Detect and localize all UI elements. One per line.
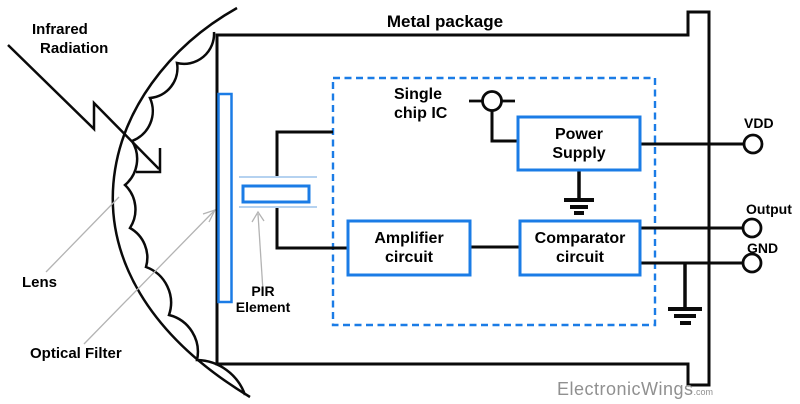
comparator-line1: Comparator: [534, 230, 626, 247]
wires: [275, 110, 748, 265]
lens-leader-line: [45, 196, 120, 273]
power-supply-ground-symbol: [564, 170, 594, 215]
gnd-pin-label: GND: [747, 240, 779, 256]
pir-bottom-wire: [275, 207, 348, 250]
pir-element-symbol: [239, 176, 317, 208]
amplifier-line2: circuit: [384, 249, 433, 266]
pir-element-label: PIR Element: [227, 283, 299, 315]
vdd-terminal: [742, 133, 764, 155]
watermark-brand: ElectronicWings: [557, 379, 694, 399]
output-terminal: [741, 217, 763, 239]
power-supply-line2: Supply: [552, 144, 606, 162]
infrared-line2: Radiation: [40, 39, 109, 57]
gnd-ground-symbol: [668, 263, 702, 325]
pir-element-line2: Element: [235, 299, 291, 315]
lens-label: Lens: [22, 274, 58, 291]
vdd-pin-label: VDD: [744, 115, 774, 131]
amplifier-box: [346, 219, 472, 277]
pir-top-wire: [275, 130, 333, 177]
single-chip-ic-boundary: [331, 76, 657, 327]
leader-lines: [45, 196, 265, 345]
power-supply-box: [516, 115, 642, 172]
gnd-terminal: [741, 252, 763, 274]
pir-element-leader-line: [257, 213, 264, 292]
single-chip-ic-label: Single chip IC: [394, 85, 447, 123]
single-chip-line1: Single: [394, 86, 443, 103]
amplifier-label: Amplifier circuit: [348, 221, 470, 275]
power-supply-label: Power Supply: [518, 117, 640, 170]
amplifier-line1: Amplifier: [374, 230, 444, 247]
infrared-radiation-arrow: [7, 44, 162, 174]
comparator-line2: circuit: [555, 249, 604, 266]
metal-package-outline: [215, 10, 711, 387]
comparator-box: [518, 219, 642, 277]
infrared-radiation-label: Infrared Radiation: [32, 21, 108, 59]
optical-filter-label: Optical Filter: [30, 345, 122, 362]
chip-terminal-wire: [490, 110, 519, 143]
power-supply-line1: Power: [554, 125, 603, 143]
chip-top-terminal: [469, 90, 515, 112]
watermark-tld: .com: [693, 387, 714, 397]
lens-shape: [111, 6, 251, 399]
optical-filter-leader-line: [83, 210, 215, 345]
watermark: ElectronicWings.com: [557, 379, 713, 400]
output-pin-label: Output: [746, 201, 792, 217]
optical-filter-leader-arrowhead: [202, 208, 217, 223]
single-chip-line2: chip IC: [394, 105, 448, 122]
comparator-label: Comparator circuit: [520, 221, 640, 275]
pir-element-leader-arrowhead: [251, 210, 265, 223]
metal-package-label: Metal package: [386, 12, 504, 31]
pir-element-line1: PIR: [251, 283, 275, 299]
optical-filter-bar: [217, 92, 233, 304]
infrared-line1: Infrared: [32, 21, 88, 38]
